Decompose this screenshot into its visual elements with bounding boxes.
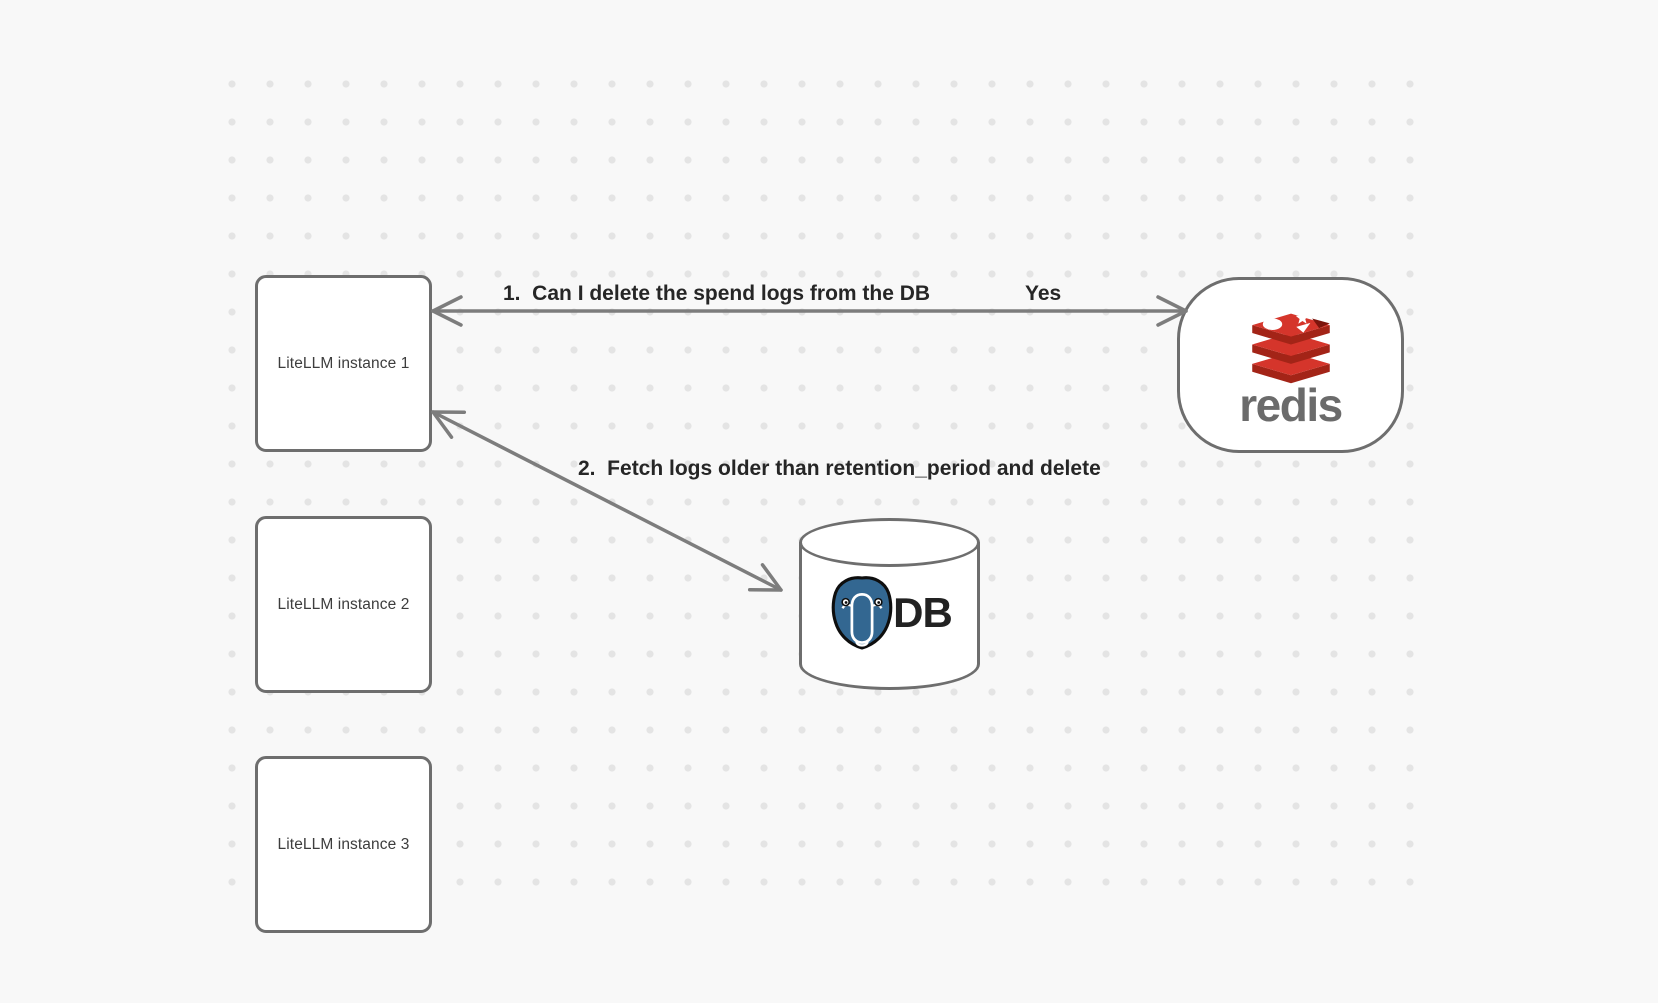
- node-redis: redis: [1177, 277, 1404, 453]
- arrow-label-step2: 2. Fetch logs older than retention_perio…: [578, 457, 1101, 480]
- node-litellm-instance-2: LiteLLM instance 2: [255, 516, 432, 693]
- postgresql-logo-icon: [831, 576, 893, 650]
- node-database-cylinder: DB: [799, 518, 980, 690]
- arrow-label-step1: 1. Can I delete the spend logs from the …: [503, 282, 931, 305]
- node-litellm-instance-3: LiteLLM instance 3: [255, 756, 432, 933]
- arrow-label-yes: Yes: [1025, 282, 1062, 305]
- cylinder-top: [799, 518, 980, 567]
- node-label: LiteLLM instance 1: [277, 354, 410, 372]
- node-label: LiteLLM instance 2: [277, 595, 410, 613]
- db-label: DB: [893, 589, 953, 636]
- node-label: LiteLLM instance 3: [277, 835, 410, 853]
- node-litellm-instance-1: LiteLLM instance 1: [255, 275, 432, 452]
- redis-wordmark: redis: [1239, 378, 1343, 431]
- redis-logo-icon: [1251, 310, 1330, 384]
